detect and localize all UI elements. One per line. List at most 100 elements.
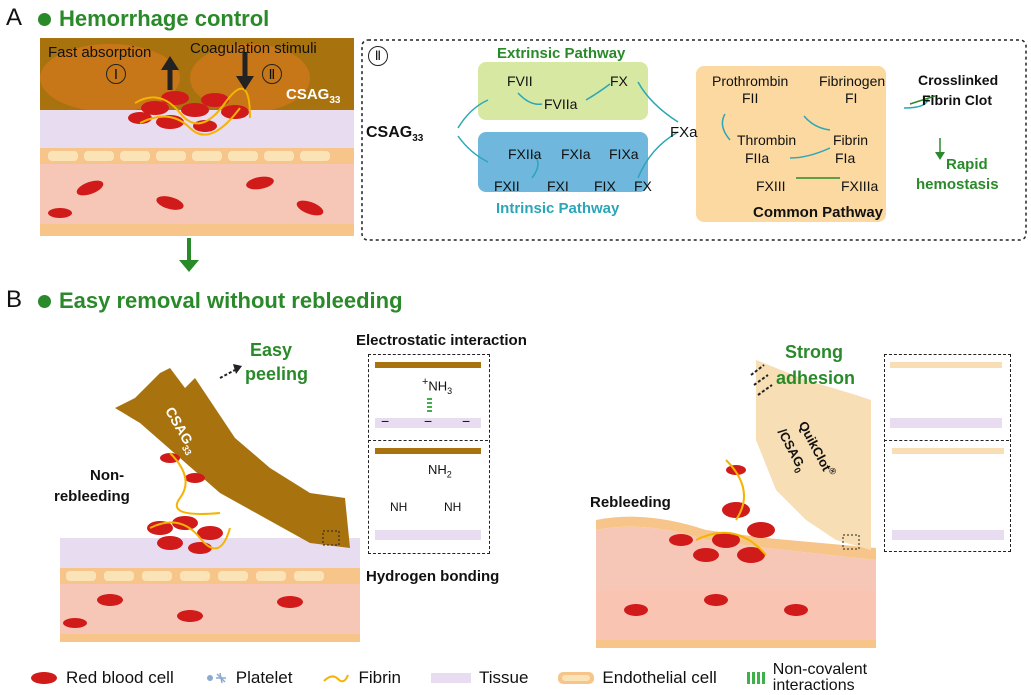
green-dot-icon xyxy=(38,12,51,26)
legend-endothelial: Endothelial cell xyxy=(558,668,717,688)
zoom-divider xyxy=(368,440,488,441)
fixa-label: FIXa xyxy=(609,146,639,162)
fibrin-icon xyxy=(323,674,350,683)
legend-tissue-label: Tissue xyxy=(478,668,529,687)
cascade-csag33: CSAG33 xyxy=(366,124,424,145)
minus-charge-1: − xyxy=(381,413,390,429)
csag-strip xyxy=(375,362,481,368)
rebleeding-illustration xyxy=(596,360,876,648)
right-zoom-box xyxy=(884,354,1011,552)
peeling-csag xyxy=(115,368,350,548)
tissue-strip-right-2 xyxy=(892,530,1004,540)
intrinsic-box xyxy=(478,132,648,192)
rapid-label: Rapid xyxy=(946,156,988,173)
right-zoom-divider xyxy=(884,440,1009,441)
legend-fibrin: Fibrin xyxy=(322,668,401,688)
fx-intrinsic-label: FX xyxy=(634,178,652,194)
minus-charge-3: − xyxy=(462,413,471,429)
cascade-border xyxy=(361,39,1027,241)
roman-1-badge: Ⅰ xyxy=(106,64,126,84)
tissue-icon xyxy=(430,673,471,683)
fxiia-label: FXIIa xyxy=(508,146,542,162)
legend-noncovalent-label: Non-covalent interactions xyxy=(773,662,867,694)
extrinsic-pathway-label: Extrinsic Pathway xyxy=(497,45,626,62)
tissue-strip xyxy=(375,418,481,428)
common-pathway-label: Common Pathway xyxy=(753,204,884,221)
rebleeding-right-label: Rebleeding xyxy=(590,494,671,511)
legend: Red blood cell Platelet Fibrin Tissue En… xyxy=(30,662,867,694)
blood-vessel xyxy=(60,584,360,634)
panel-b-header: Easy removal without rebleeding xyxy=(38,288,403,314)
thrombin-label: Thrombin xyxy=(737,132,797,148)
blood-vessel xyxy=(596,590,876,640)
peeling-label: peeling xyxy=(245,364,309,384)
panel-b-title: Easy removal without rebleeding xyxy=(59,288,403,313)
legend-noncovalent: Non-covalent interactions xyxy=(746,662,867,694)
nh3-group: +NH3 xyxy=(422,376,453,396)
csag33-label: CSAG33 xyxy=(286,86,341,106)
fxiii-label: FXIII xyxy=(756,178,786,194)
absorption-arrow xyxy=(161,56,179,90)
electrostatic-label: Electrostatic interaction xyxy=(356,332,527,349)
fii-label: FII xyxy=(742,90,759,106)
noncovalent-bond-icon xyxy=(427,398,432,414)
coagulation-cascade xyxy=(361,39,1027,241)
fxa-label: FXa xyxy=(670,124,698,141)
legend-rbc: Red blood cell xyxy=(30,668,174,688)
noncovalent-icon xyxy=(746,672,765,684)
quikclot-strip-2 xyxy=(892,448,1004,454)
non-label: Non- xyxy=(90,467,125,484)
fibrin-cascade-label: Fibrin xyxy=(833,132,869,148)
crosslinked-label: Crosslinked xyxy=(918,72,999,88)
endothelial-icon xyxy=(558,672,595,684)
green-dot-icon xyxy=(38,294,51,308)
fast-absorption-label: Fast absorption xyxy=(48,44,152,61)
fxi-label: FXI xyxy=(547,178,569,194)
quikclot-sponge xyxy=(756,360,871,550)
platelet-icon xyxy=(206,672,226,684)
legend-noncovalent-line2: interactions xyxy=(772,677,855,694)
extrinsic-box xyxy=(478,62,648,120)
legend-noncovalent-line1: Non-covalent xyxy=(772,661,868,678)
legend-tissue: Tissue xyxy=(430,668,529,688)
fi-label: FI xyxy=(845,90,858,106)
nh2-group: NH2 xyxy=(428,462,452,480)
adhesion-label: adhesion xyxy=(776,368,856,388)
quikclot-strip xyxy=(890,362,1002,368)
prothrombin-label: Prothrombin xyxy=(712,73,789,89)
fviia-label: FVIIa xyxy=(544,96,578,112)
rebleeding-left-label: rebleeding xyxy=(54,488,130,505)
panel-a-header: Hemorrhage control xyxy=(38,6,269,32)
fiia-label: FIIa xyxy=(745,150,770,166)
amide-right: NH xyxy=(444,500,462,514)
strong-label: Strong xyxy=(785,342,843,362)
hemorrhage-illustration xyxy=(40,38,354,236)
easy-label: Easy xyxy=(250,340,293,360)
hydrogen-bonding-label: Hydrogen bonding xyxy=(366,568,500,585)
fx-extrinsic-label: FX xyxy=(610,73,628,89)
fibrin-clot-label: Fibrin Clot xyxy=(922,92,992,108)
coagulation-stimuli-label: Coagulation stimuli xyxy=(190,40,317,57)
tissue-strip-2 xyxy=(375,530,481,540)
legend-platelet-label: Platelet xyxy=(235,668,293,687)
common-box xyxy=(696,66,886,222)
legend-platelet: Platelet xyxy=(204,668,293,688)
stimuli-arrow xyxy=(236,52,254,90)
fibrinogen-label: Fibrinogen xyxy=(819,73,886,89)
non-rebleeding-illustration xyxy=(60,364,360,642)
panel-a-letter: A xyxy=(6,4,23,31)
hemostasis-label: hemostasis xyxy=(916,176,999,193)
panel-a-title: Hemorrhage control xyxy=(59,6,270,31)
amide-left: NH xyxy=(390,500,408,514)
legend-rbc-label: Red blood cell xyxy=(66,668,174,687)
cascade-roman-badge: Ⅱ xyxy=(368,46,388,66)
left-zoom-box xyxy=(368,354,490,554)
fvii-label: FVII xyxy=(507,73,533,89)
legend-fibrin-label: Fibrin xyxy=(358,668,401,687)
tissue-strip-right xyxy=(890,418,1002,428)
fia-label: FIa xyxy=(835,150,856,166)
panel-b-letter: B xyxy=(6,286,23,313)
fxiiia-label: FXIIIa xyxy=(841,178,879,194)
fxii-label: FXII xyxy=(494,178,520,194)
legend-endothelial-label: Endothelial cell xyxy=(602,668,717,687)
